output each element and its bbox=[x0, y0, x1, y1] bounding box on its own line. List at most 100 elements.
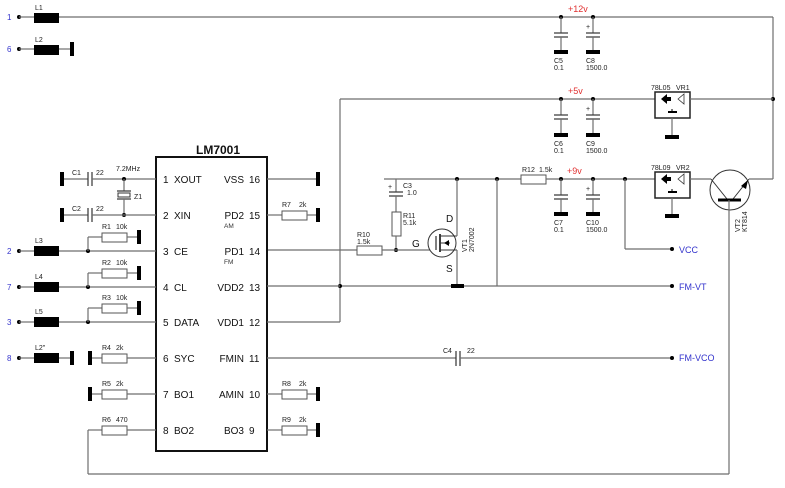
ic-right-wiring: R7 2k C4 22 FM-VCO R8 2k R9 2k bbox=[267, 172, 715, 437]
resistor-r11 bbox=[391, 211, 402, 237]
inductor-l4-label: L4 bbox=[35, 274, 43, 281]
vr1-ref: VR1 bbox=[676, 85, 690, 92]
net-vcc-label: VCC bbox=[679, 245, 699, 255]
svg-text:+: + bbox=[586, 106, 590, 113]
resistor-r4-value: 2k bbox=[116, 345, 124, 352]
resistor-r5 bbox=[101, 389, 128, 400]
cap-c4-value: 22 bbox=[467, 348, 475, 355]
cap-c5-ref: C5 bbox=[554, 58, 563, 65]
inductor-l3 bbox=[34, 246, 59, 256]
ic-pin-name: SYC bbox=[174, 354, 195, 365]
input-cl: 7 L4 R2 10k bbox=[7, 260, 156, 292]
ic-pin-name: CL bbox=[174, 283, 187, 294]
cap-c8-value: 1500.0 bbox=[586, 65, 608, 72]
resistor-r12-value: 1.5k bbox=[539, 167, 553, 174]
ic-pin-name: PD1 bbox=[225, 247, 245, 258]
resistor-r9-value: 2k bbox=[299, 417, 307, 424]
resistor-r7 bbox=[281, 210, 308, 221]
inductor-l2-star-label: L2" bbox=[35, 345, 46, 352]
cap-c6-ref: C6 bbox=[554, 141, 563, 148]
ic-pin-name: XOUT bbox=[174, 175, 202, 186]
ic-pin-name: CE bbox=[174, 247, 188, 258]
transistor-vt1-group: + C3 1.0 R11 5.1k R10 1.5k G D S VT1 2N7… bbox=[268, 179, 476, 288]
connector-6-label: 6 bbox=[7, 45, 12, 54]
connector-2-label: 2 bbox=[7, 247, 12, 256]
connector-3-label: 3 bbox=[7, 318, 12, 327]
rail-9v: R12 1.5k +9v C7 0.1 + C10 1500.0 VCC FM bbox=[338, 166, 707, 292]
resistor-r10-ref: R10 bbox=[357, 232, 370, 239]
net-vcc-terminal[interactable] bbox=[670, 247, 674, 251]
inductor-l5-label: L5 bbox=[35, 309, 43, 316]
net-fmvt-terminal[interactable] bbox=[670, 284, 674, 288]
inductor-l3-label: L3 bbox=[35, 238, 43, 245]
resistor-r3-value: 10k bbox=[116, 295, 128, 302]
ic-pin-name: BO2 bbox=[174, 426, 194, 437]
resistor-r10-value: 1.5k bbox=[357, 239, 371, 246]
ic-pin-number: 16 bbox=[249, 175, 261, 186]
resistor-r10 bbox=[356, 245, 383, 256]
rail-12v-caps: +12v C5 0.1 + C8 1500.0 bbox=[554, 4, 608, 72]
regulator-vr2: 78L09 VR2 bbox=[651, 165, 711, 218]
net-fmvco-label: FM-VCO bbox=[679, 353, 715, 363]
resistor-r12 bbox=[520, 174, 547, 185]
resistor-r3 bbox=[101, 303, 128, 314]
net-fmvco-terminal[interactable] bbox=[670, 356, 674, 360]
ic-name: LM7001 bbox=[196, 143, 240, 157]
ic-pin-name: AMIN bbox=[219, 390, 244, 401]
vt1-source-label: S bbox=[446, 264, 453, 275]
ic-pin-number: 1 bbox=[163, 175, 169, 186]
ic-pin-number: 5 bbox=[163, 318, 169, 329]
resistor-r7-ref: R7 bbox=[282, 202, 291, 209]
ic-pin-number: 12 bbox=[249, 318, 261, 329]
transistor-vt2: VT2 KT814 bbox=[709, 169, 773, 474]
cap-c6-value: 0.1 bbox=[554, 148, 564, 155]
ground-symbol bbox=[70, 42, 74, 56]
inductor-l2 bbox=[34, 45, 59, 55]
resistor-r7-value: 2k bbox=[299, 202, 307, 209]
resistor-r1-ref: R1 bbox=[102, 224, 111, 231]
cap-c2-value: 22 bbox=[96, 206, 104, 213]
resistor-r11-ref: R11 bbox=[403, 213, 415, 220]
ic-pin-number: 9 bbox=[249, 426, 255, 437]
vr2-ref: VR2 bbox=[676, 165, 690, 172]
resistor-r1-value: 10k bbox=[116, 224, 128, 231]
cap-c9-ref: C9 bbox=[586, 141, 595, 148]
cap-c2-ref: C2 bbox=[72, 206, 81, 213]
connector-6-group: 6 L2 bbox=[7, 37, 74, 56]
resistor-r6-value: 470 bbox=[116, 417, 128, 424]
resistor-r4-ref: R4 bbox=[102, 345, 111, 352]
vt1-gate-label: G bbox=[412, 239, 420, 250]
vt1-type: 2N7002 bbox=[469, 227, 476, 252]
input-data: 3 L5 R3 10k bbox=[7, 295, 156, 327]
connector-1-label: 1 bbox=[7, 13, 12, 22]
cap-c8-ref: C8 bbox=[586, 58, 595, 65]
crystal-frequency: 7.2MHz bbox=[116, 166, 141, 173]
cap-c4-ref: C4 bbox=[443, 348, 452, 355]
resistor-r9 bbox=[281, 425, 308, 436]
inductor-l4 bbox=[34, 282, 59, 292]
ic-pin-number: 15 bbox=[249, 211, 261, 222]
cap-c9-value: 1500.0 bbox=[586, 148, 608, 155]
resistor-r9-ref: R9 bbox=[282, 417, 291, 424]
crystal-circuit: C1 22 7.2MHz Z1 C2 22 bbox=[60, 166, 156, 222]
vt2-type: KT814 bbox=[742, 211, 749, 232]
resistor-r6-ref: R6 bbox=[102, 417, 111, 424]
resistor-r2 bbox=[101, 268, 128, 279]
ic-pin-number: 11 bbox=[249, 354, 260, 365]
resistor-r4 bbox=[101, 353, 128, 364]
rail-9v-label: +9v bbox=[567, 166, 582, 176]
connector-8-group: 8 L2" bbox=[7, 345, 74, 365]
resistor-r11-value: 5.1k bbox=[403, 220, 417, 227]
cap-c1-value: 22 bbox=[96, 170, 104, 177]
inductor-l5 bbox=[34, 317, 59, 327]
svg-text:+: + bbox=[586, 24, 590, 31]
ic-pin-subtitle: AM bbox=[224, 223, 234, 230]
cap-c1-ref: C1 bbox=[72, 170, 81, 177]
resistor-r8 bbox=[281, 389, 308, 400]
svg-text:+: + bbox=[388, 184, 392, 191]
vt2-ref: VT2 bbox=[735, 219, 742, 232]
ic-pin-name: DATA bbox=[174, 318, 200, 329]
ic-pin-number: 4 bbox=[163, 283, 169, 294]
